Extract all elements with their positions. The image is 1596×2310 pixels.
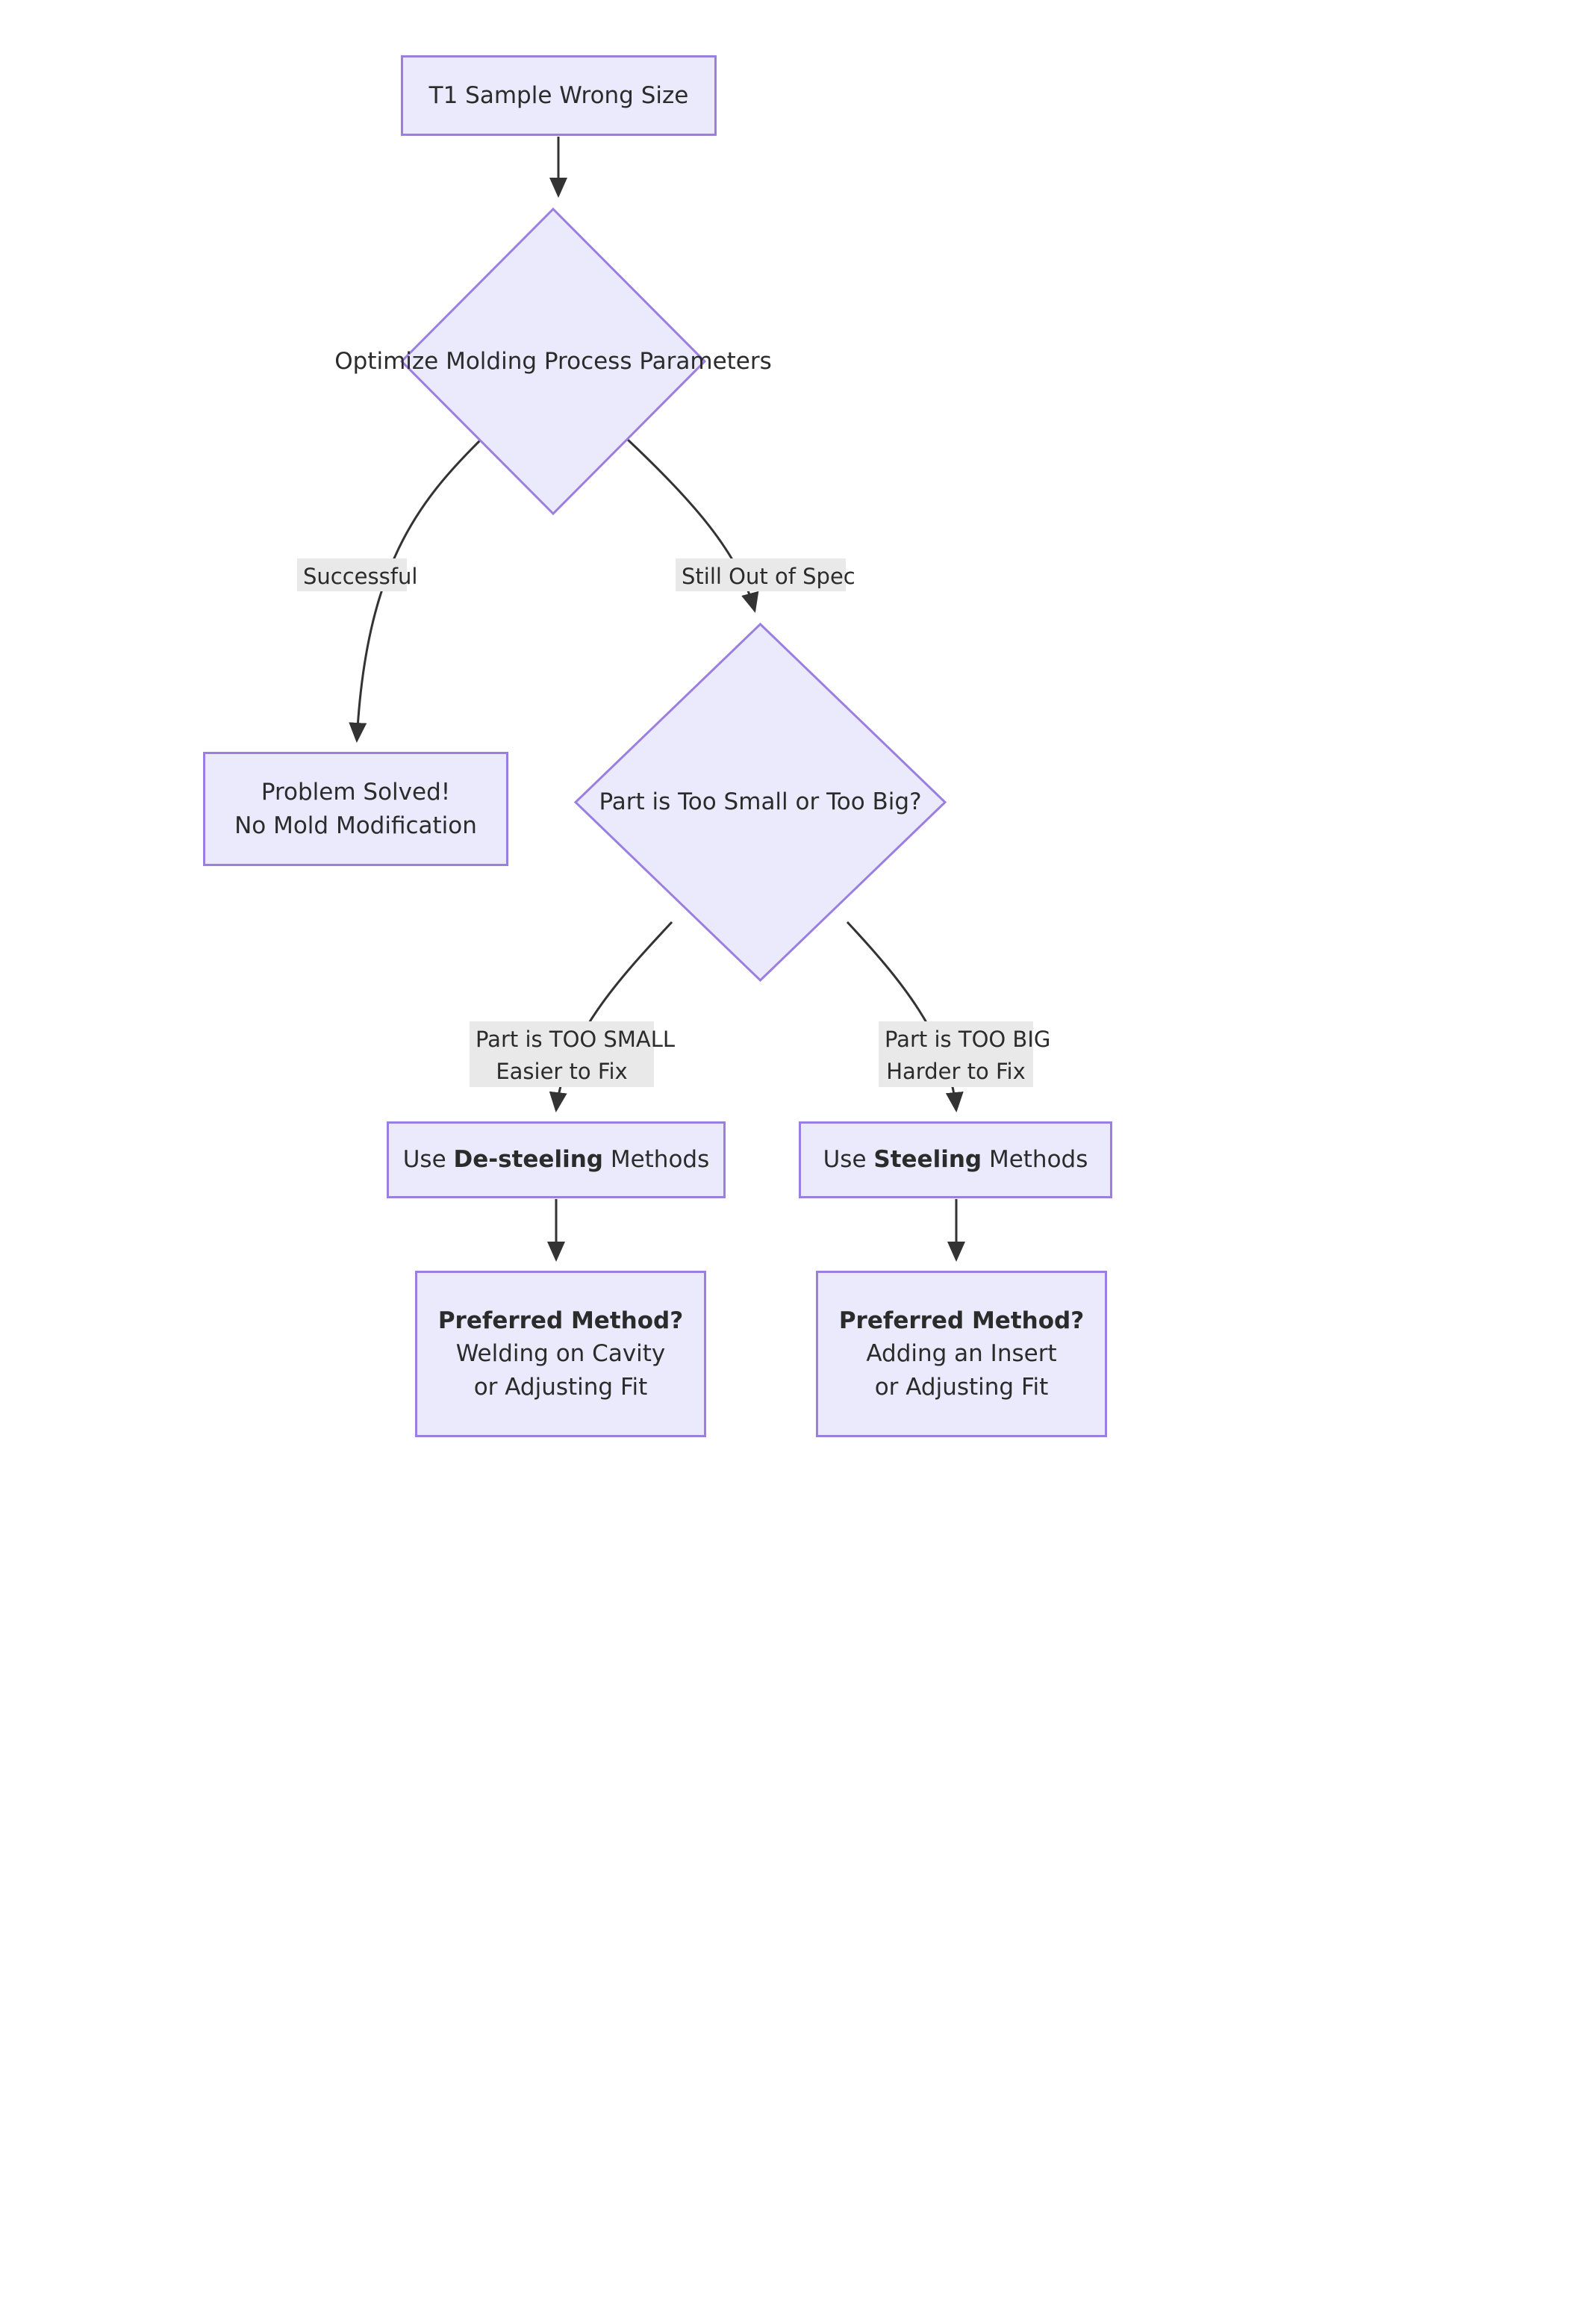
- node-label: Optimize Molding Process Parameters: [334, 345, 772, 379]
- node-problem-solved[interactable]: Problem Solved! No Mold Modification: [203, 752, 508, 866]
- node-label-line: Problem Solved!: [261, 779, 451, 806]
- edge-label-still-out-of-spec: Still Out of Spec: [676, 558, 855, 591]
- node-label-prefix: Use: [823, 1146, 874, 1174]
- node-label-suffix: Methods: [602, 1146, 710, 1174]
- node-preferred-method-big[interactable]: Preferred Method? Adding an Insert or Ad…: [816, 1271, 1107, 1437]
- node-label: Part is Too Small or Too Big?: [599, 785, 921, 819]
- edge-label-successful: Successful: [297, 558, 418, 591]
- edge-label-text-line2: Harder to Fix: [886, 1058, 1026, 1084]
- edge-label-text: Still Out of Spec: [682, 564, 855, 589]
- edge-label-text-line1: Part is TOO SMALL: [476, 1027, 676, 1052]
- node-label-line: or Adjusting Fit: [473, 1373, 648, 1401]
- node-label-emphasis: De-steeling: [453, 1146, 603, 1174]
- node-label-suffix: Methods: [982, 1146, 1088, 1174]
- edge-label-text: Successful: [303, 564, 418, 589]
- node-label-line: Use De-steeling Methods: [403, 1143, 710, 1176]
- node-use-de-steeling-methods[interactable]: Use De-steeling Methods: [387, 1121, 726, 1198]
- node-preferred-method-small[interactable]: Preferred Method? Welding on Cavity or A…: [415, 1271, 706, 1437]
- edge-label-part-too-big: Part is TOO BIG Harder to Fix: [879, 1021, 1051, 1087]
- node-label-line: T1 Sample Wrong Size: [428, 81, 689, 109]
- node-label-line: Adding an Insert: [866, 1340, 1057, 1368]
- node-label-line: Process Parameters: [543, 347, 772, 375]
- node-label-prefix: Use: [402, 1146, 454, 1174]
- node-label-line: Part is Too Small or Too Big?: [599, 788, 922, 816]
- node-label-heading: Preferred Method?: [437, 1307, 684, 1335]
- node-label-emphasis: Steeling: [873, 1146, 982, 1174]
- edge-label-part-too-small: Part is TOO SMALL Easier to Fix: [470, 1021, 676, 1087]
- node-optimize-molding-process-parameters[interactable]: Optimize Molding Process Parameters: [334, 207, 772, 516]
- node-part-too-small-or-too-big[interactable]: Part is Too Small or Too Big?: [573, 622, 947, 983]
- edge-label-text-line2: Easier to Fix: [496, 1058, 628, 1084]
- node-label-line: Welding on Cavity: [455, 1340, 666, 1368]
- diamond-shape: [573, 622, 947, 983]
- diamond-shape: [399, 207, 707, 516]
- node-t1-sample-wrong-size[interactable]: T1 Sample Wrong Size: [401, 55, 717, 136]
- node-label-line: Optimize Molding: [334, 347, 537, 375]
- node-use-steeling-methods[interactable]: Use Steeling Methods: [799, 1121, 1112, 1198]
- node-label-line: or Adjusting Fit: [874, 1373, 1049, 1401]
- edge-label-text-line1: Part is TOO BIG: [885, 1027, 1051, 1052]
- node-label-line: Use Steeling Methods: [823, 1143, 1088, 1176]
- node-label-line: No Mold Modification: [234, 812, 477, 839]
- node-label-heading: Preferred Method?: [838, 1307, 1085, 1335]
